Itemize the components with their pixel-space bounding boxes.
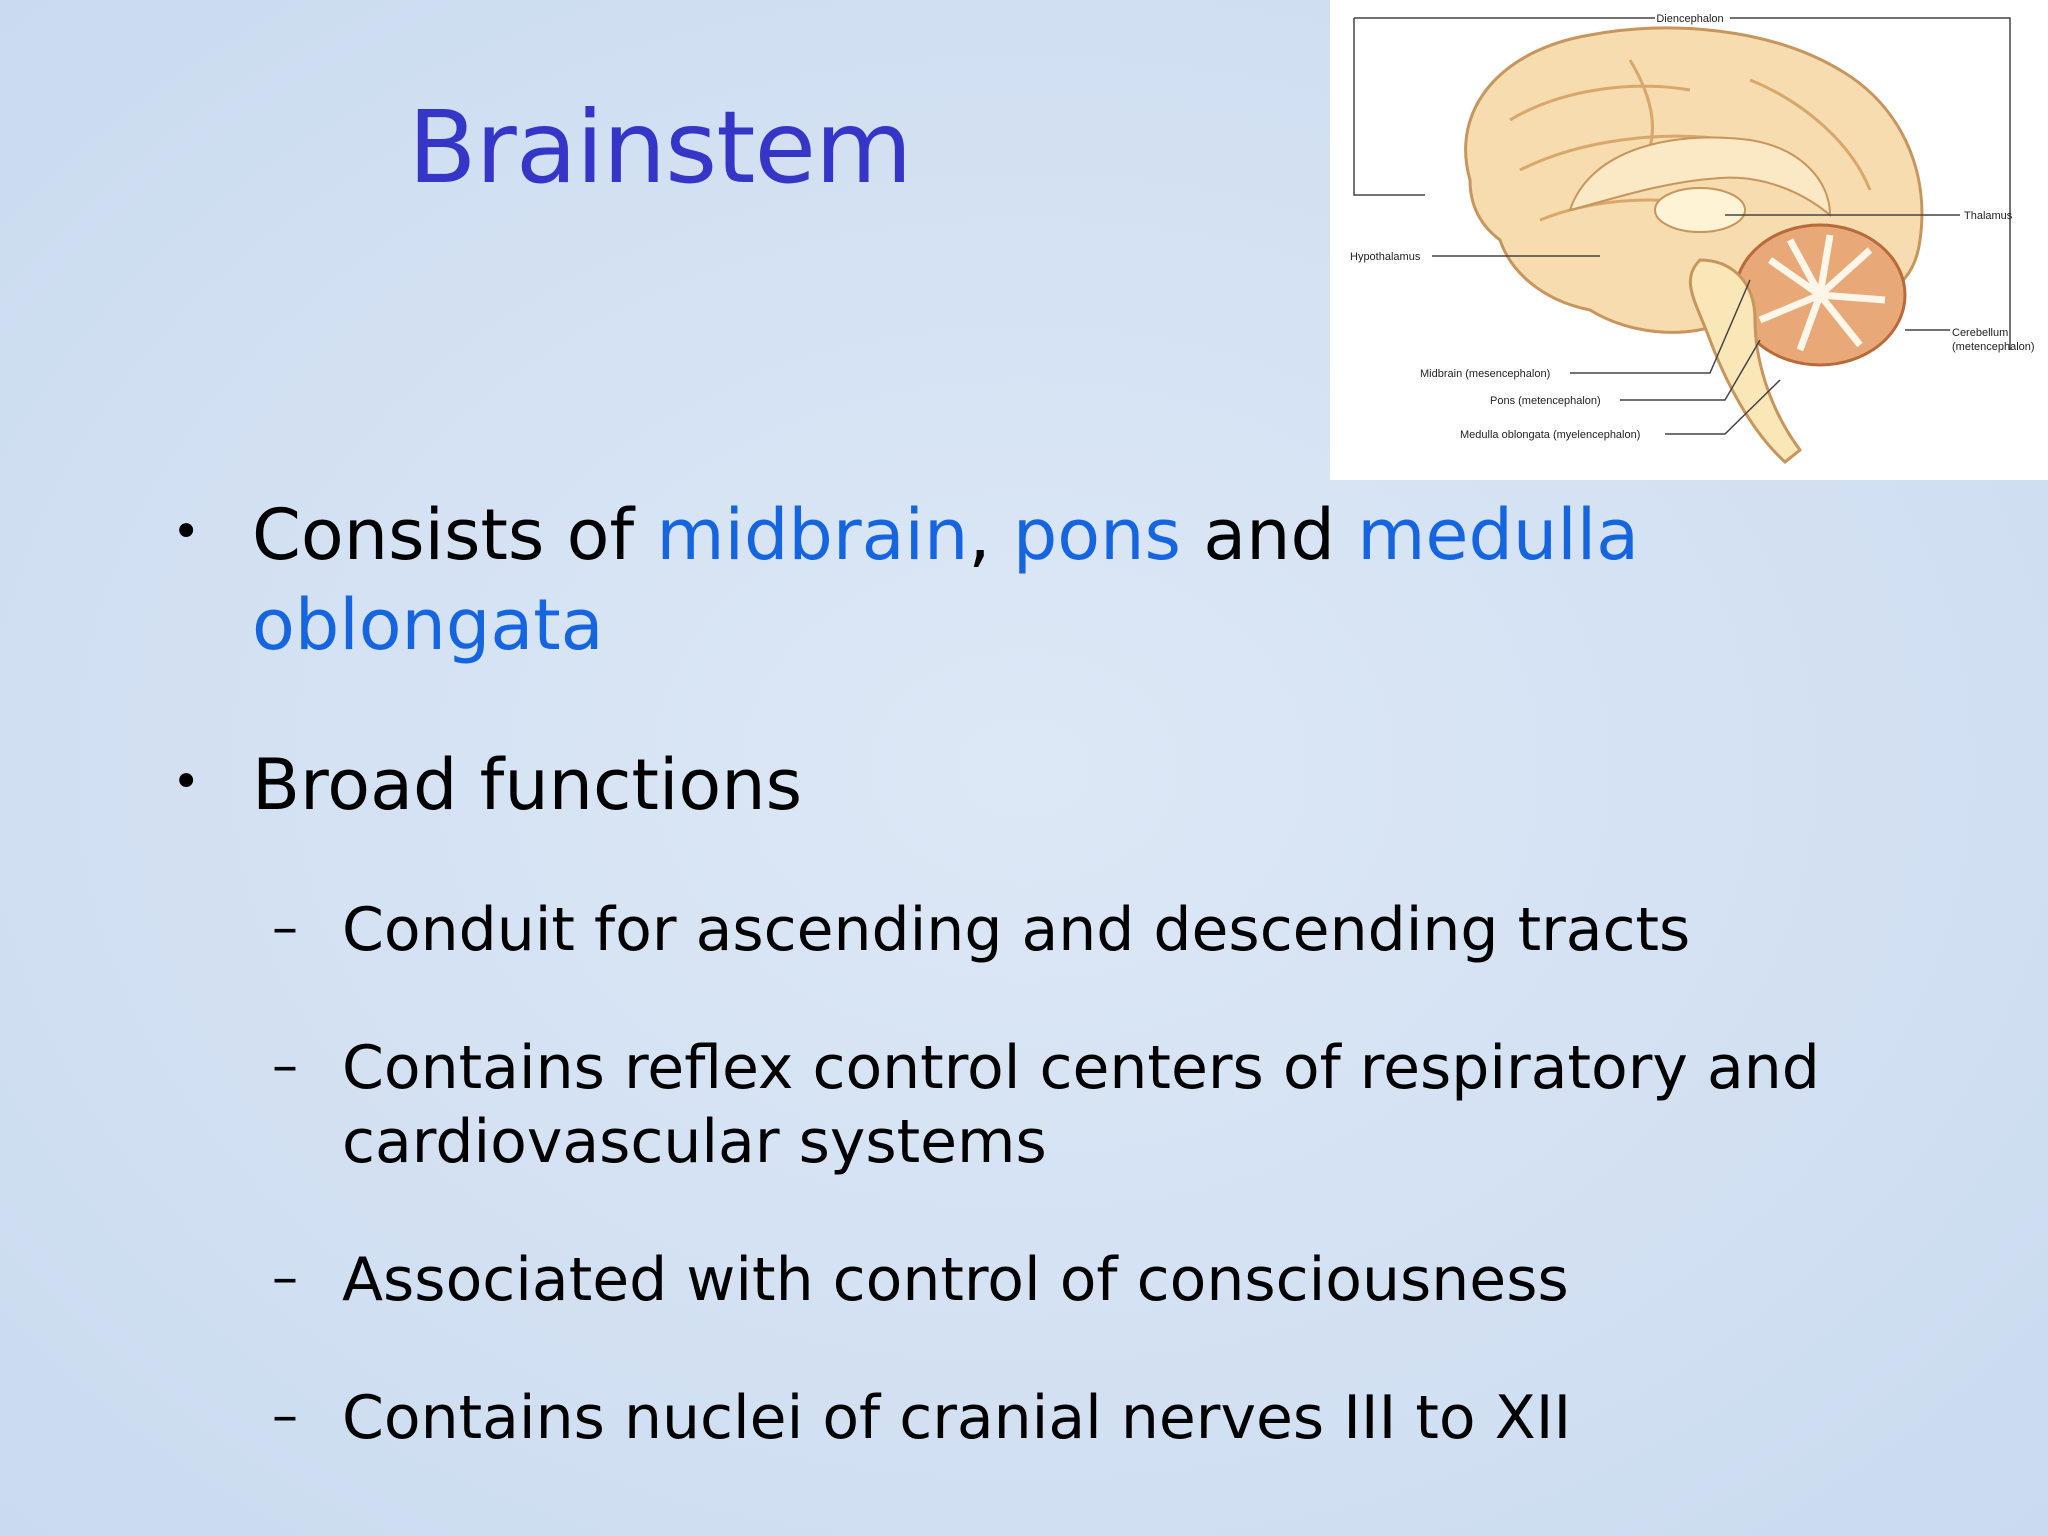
sub-bullet-reflex-cont: cardiovascular systems xyxy=(342,1107,1047,1177)
sub-bullet-dash: – xyxy=(272,898,298,958)
sub-bullet-dash: – xyxy=(272,1036,298,1096)
label-midbrain: Midbrain (mesencephalon) xyxy=(1420,368,1550,380)
sub-bullet-cranial-nerves: Contains nuclei of cranial nerves III to… xyxy=(342,1383,1572,1453)
bullet-broad-functions: Broad functions xyxy=(252,744,803,826)
term-pons: pons xyxy=(1012,494,1181,576)
sub-bullet-reflex: Contains reflex control centers of respi… xyxy=(342,1033,1820,1103)
brain-sagittal-diagram: Diencephalon Thalamus Hypothalamus Cereb… xyxy=(1330,0,2048,480)
label-medulla: Medulla oblongata (myelencephalon) xyxy=(1460,429,1640,441)
bullet-dot: • xyxy=(172,754,201,810)
label-cerebellum: Cerebellum xyxy=(1952,327,2008,339)
label-thalamus: Thalamus xyxy=(1964,210,2013,222)
term-medulla: medulla xyxy=(1357,494,1640,576)
label-diencephalon: Diencephalon xyxy=(1656,13,1723,25)
bullet-composition: Consists of midbrain, pons and medulla xyxy=(252,494,1640,576)
sub-bullet-dash: – xyxy=(272,1386,298,1446)
bullet-dot: • xyxy=(172,504,201,560)
term-oblongata: oblongata xyxy=(252,584,604,666)
label-metencephalon: (metencephalon) xyxy=(1952,341,2035,353)
sub-bullet-consciousness: Associated with control of consciousness xyxy=(342,1245,1569,1315)
label-hypothalamus: Hypothalamus xyxy=(1350,251,1421,263)
label-pons: Pons (metencephalon) xyxy=(1490,395,1601,407)
sub-bullet-dash: – xyxy=(272,1248,298,1308)
term-midbrain: midbrain xyxy=(656,494,969,576)
slide-title: Brainstem xyxy=(408,89,912,206)
sub-bullet-conduit: Conduit for ascending and descending tra… xyxy=(342,895,1691,965)
